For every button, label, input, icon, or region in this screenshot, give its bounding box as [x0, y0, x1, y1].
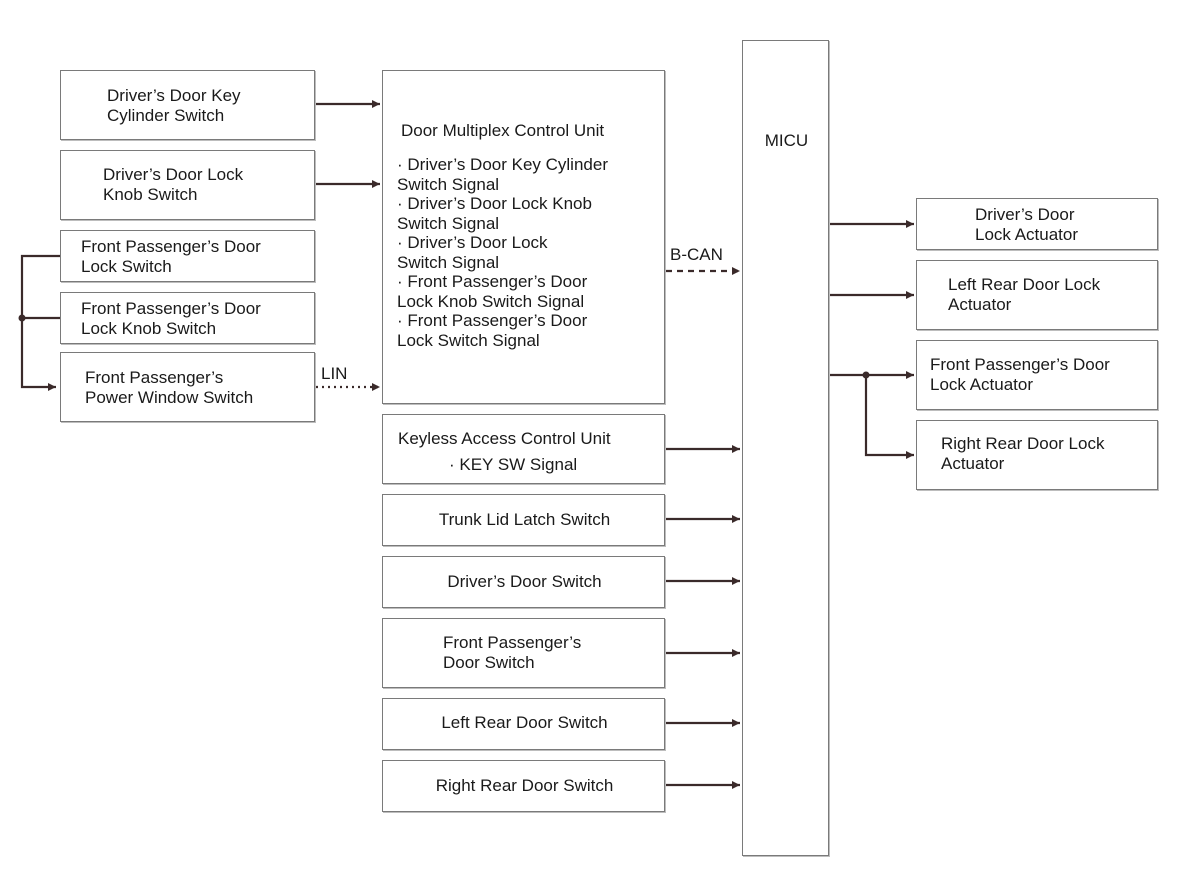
keyless-signal: · KEY SW Signal	[449, 455, 578, 474]
box-label: Left Rear Door Lock Actuator	[948, 275, 1101, 314]
box-label: Driver’s Door Lock Knob Switch	[103, 165, 244, 204]
box-label: Front Passenger’s Door Lock Actuator	[930, 355, 1110, 394]
box-label: Driver’s Door Key Cylinder Switch	[107, 86, 241, 125]
box-label: Front Passenger’s Door Lock Switch	[81, 237, 261, 276]
box-right-rear-door-switch: Right Rear Door Switch	[382, 760, 665, 812]
box-label: Trunk Lid Latch Switch	[438, 510, 611, 529]
junction-dot-left	[18, 314, 26, 322]
box-front-passenger-door-switch: Front Passenger’s Door Switch	[382, 618, 665, 688]
box-keyless-access-control-unit: Keyless Access Control Unit · KEY SW Sig…	[382, 414, 665, 484]
door-mux-signals: · Driver’s Door Key Cylinder Switch Sign…	[397, 155, 608, 350]
box-front-passenger-door-lock-actuator: Front Passenger’s Door Lock Actuator	[916, 340, 1158, 410]
box-label: Driver’s Door Lock Actuator	[975, 205, 1079, 244]
keyless-title: Keyless Access Control Unit	[398, 429, 611, 448]
box-driver-key-cylinder-switch: Driver’s Door Key Cylinder Switch	[60, 70, 315, 140]
box-front-passenger-power-window-switch: Front Passenger’s Power Window Switch	[60, 352, 315, 422]
door-mux-title: Door Multiplex Control Unit	[401, 121, 605, 140]
wire-fp-bracket	[20, 254, 60, 391]
bcan-label: B-CAN	[670, 245, 723, 264]
box-driver-door-lock-actuator: Driver’s Door Lock Actuator	[916, 198, 1158, 250]
box-left-rear-door-switch: Left Rear Door Switch	[382, 698, 665, 750]
box-front-passenger-lock-switch: Front Passenger’s Door Lock Switch	[60, 230, 315, 282]
box-label: Right Rear Door Switch	[435, 776, 614, 795]
box-left-rear-door-lock-actuator: Left Rear Door Lock Actuator	[916, 260, 1158, 330]
lin-label: LIN	[321, 364, 348, 383]
box-label: Right Rear Door Lock Actuator	[941, 434, 1105, 473]
box-right-rear-door-lock-actuator: Right Rear Door Lock Actuator	[916, 420, 1158, 490]
box-front-passenger-lock-knob-switch: Front Passenger’s Door Lock Knob Switch	[60, 292, 315, 344]
box-micu: MICU	[742, 40, 829, 856]
box-door-multiplex-control-unit: Door Multiplex Control Unit · Driver’s D…	[382, 70, 665, 404]
box-driver-lock-knob-switch: Driver’s Door Lock Knob Switch	[60, 150, 315, 220]
box-label: Front Passenger’s Door Switch	[443, 633, 582, 672]
box-label: Front Passenger’s Power Window Switch	[85, 368, 254, 407]
box-trunk-lid-latch-switch: Trunk Lid Latch Switch	[382, 494, 665, 546]
box-driver-door-switch: Driver’s Door Switch	[382, 556, 665, 608]
box-label: Front Passenger’s Door Lock Knob Switch	[81, 299, 261, 338]
box-label: Left Rear Door Switch	[441, 713, 608, 732]
wire-rr-act	[864, 375, 914, 459]
micu-label: MICU	[764, 131, 809, 150]
junction-dot-right	[862, 371, 870, 379]
box-label: Driver’s Door Switch	[447, 572, 602, 591]
